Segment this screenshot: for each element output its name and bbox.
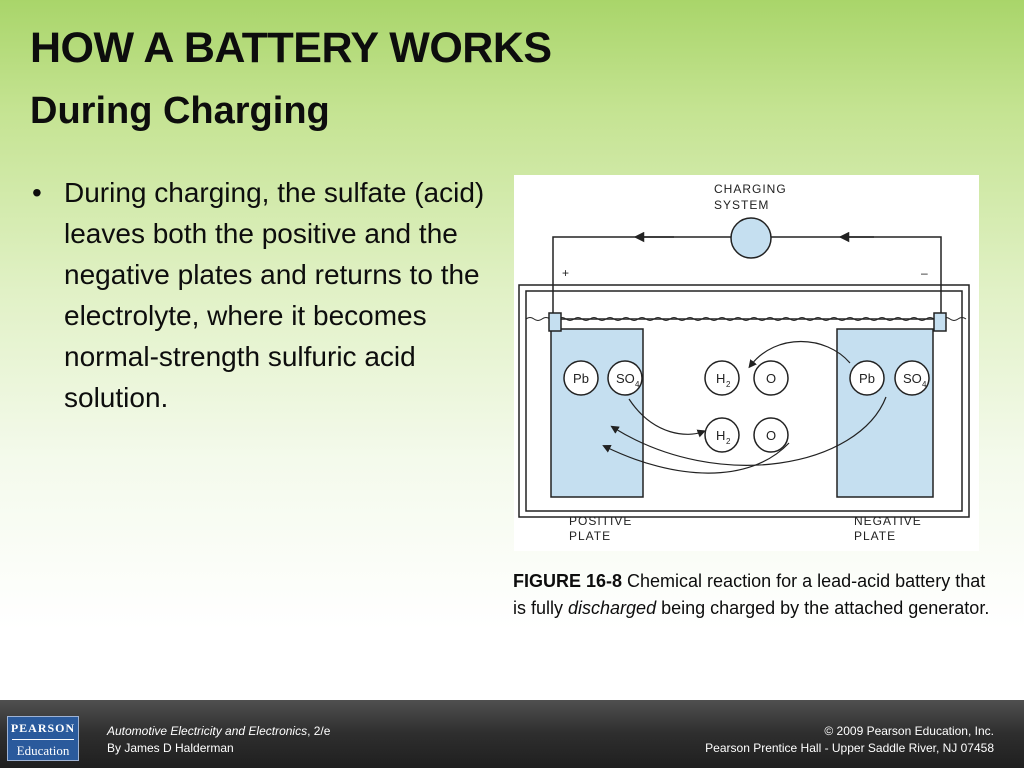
caption-text-1: Chemical reaction for a lead-acid batter… xyxy=(513,571,986,618)
positive-terminal-sign: + xyxy=(562,266,570,280)
charging-label-line2: SYSTEM xyxy=(714,198,769,212)
o-molecule-bottom xyxy=(753,417,789,453)
negative-plate-tab xyxy=(933,312,947,332)
pb-label-positive: Pb xyxy=(573,371,589,386)
positive-plate-label-line1: POSITIVE xyxy=(569,514,632,528)
sulfate-long-arrow xyxy=(610,396,887,466)
h2-subscript-bottom: 2 xyxy=(726,437,731,446)
negative-plate xyxy=(836,328,934,498)
battery-charging-figure: CHARGING SYSTEM + – Pb SO 4 Pb SO 4 H 2 xyxy=(514,175,979,551)
pb-molecule-negative xyxy=(849,360,885,396)
footer-copyright: © 2009 Pearson Education, Inc. xyxy=(824,724,994,738)
bullet-item: • During charging, the sulfate (acid) le… xyxy=(28,172,498,418)
bullet-text: During charging, the sulfate (acid) leav… xyxy=(64,177,485,413)
negative-plate-label-line2: PLATE xyxy=(854,529,896,543)
sulfate-return-arrow xyxy=(628,398,706,438)
so4-subscript-positive: 4 xyxy=(635,380,640,389)
so4-molecule-positive xyxy=(607,360,643,396)
h2-label-top: H xyxy=(716,371,725,386)
battery-case-inner xyxy=(525,290,963,512)
caption-text-2: being charged by the attached generator. xyxy=(656,598,990,618)
positive-plate-tab xyxy=(548,312,562,332)
charging-system-generator xyxy=(730,217,772,259)
bullet-list: • During charging, the sulfate (acid) le… xyxy=(28,172,498,418)
pearson-logo: PEARSON Education xyxy=(7,716,79,761)
so4-molecule-negative xyxy=(894,360,930,396)
figure-number: FIGURE 16-8 xyxy=(513,571,623,591)
figure-caption: FIGURE 16-8 Chemical reaction for a lead… xyxy=(513,568,1003,622)
battery-diagram: CHARGING SYSTEM + – Pb SO 4 Pb SO 4 H 2 xyxy=(518,182,970,543)
o-label-top: O xyxy=(766,371,776,386)
charging-label-line1: CHARGING xyxy=(714,182,787,196)
logo-divider xyxy=(12,739,74,740)
so4-label-negative: SO xyxy=(903,371,922,386)
caption-emphasis: discharged xyxy=(568,598,657,618)
book-edition: , 2/e xyxy=(307,724,331,738)
positive-plate xyxy=(550,328,644,498)
footer-publisher: Pearson Prentice Hall - Upper Saddle Riv… xyxy=(705,741,994,755)
negative-plate-label-line1: NEGATIVE xyxy=(854,514,922,528)
o-molecule-top xyxy=(753,360,789,396)
logo-top-text: PEARSON xyxy=(10,721,76,735)
o-label-bottom: O xyxy=(766,428,776,443)
pb-molecule-positive xyxy=(563,360,599,396)
negative-terminal-sign: – xyxy=(921,266,929,280)
so4-label-positive: SO xyxy=(616,371,635,386)
h2-label-bottom: H xyxy=(716,428,725,443)
footer-bar xyxy=(0,700,1024,768)
bullet-symbol: • xyxy=(32,177,42,208)
electrolyte-surface xyxy=(525,317,967,321)
hydrogen-to-negative-arrow xyxy=(748,340,851,369)
h2-molecule-top xyxy=(704,360,740,396)
footer-book-title: Automotive Electricity and Electronics, … xyxy=(107,724,330,738)
footer-author: By James D Halderman xyxy=(107,741,234,755)
book-title: Automotive Electricity and Electronics xyxy=(107,724,308,738)
pb-label-negative: Pb xyxy=(859,371,875,386)
positive-plate-label-line2: PLATE xyxy=(569,529,611,543)
h2-subscript-top: 2 xyxy=(726,380,731,389)
so4-subscript-negative: 4 xyxy=(922,380,927,389)
slide-title: HOW A BATTERY WORKS xyxy=(30,24,552,72)
oxygen-to-positive-arrow xyxy=(602,442,790,474)
logo-bottom-text: Education xyxy=(16,743,70,758)
battery-case-outer xyxy=(518,284,970,518)
slide-subtitle: During Charging xyxy=(30,90,330,132)
